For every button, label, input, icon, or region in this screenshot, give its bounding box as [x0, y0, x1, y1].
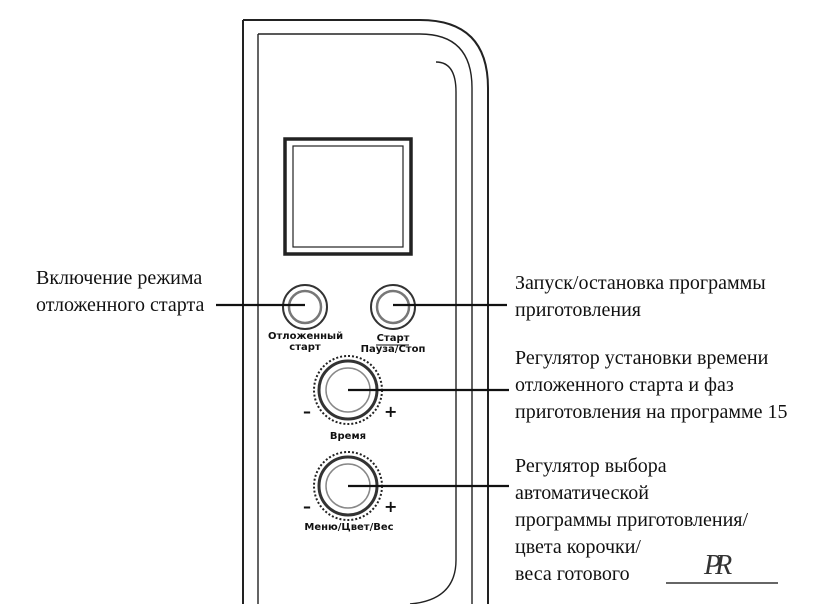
callout-delayed-start: Включение режима отложенного старта — [36, 265, 204, 319]
callout-menu-knob: Регулятор выбора автоматической программ… — [515, 453, 748, 588]
callout-line: цвета корочки/ — [515, 536, 641, 558]
callout-line: отложенного старта — [36, 294, 205, 316]
time-minus-sign: – — [303, 402, 311, 421]
callout-line: веса готового — [515, 563, 630, 585]
label-line: Пауза/Стоп — [360, 344, 426, 355]
label-line: старт — [289, 342, 321, 353]
logo-text: PR — [704, 550, 732, 581]
leader-lines — [216, 303, 509, 488]
callout-line: Запуск/остановка программы — [515, 272, 766, 294]
callout-line: программы приготовления/ — [515, 509, 749, 531]
callout-start-stop: Запуск/остановка программы приготовления — [515, 270, 766, 324]
callout-time-knob: Регулятор установки времени отложенного … — [515, 345, 788, 426]
callout-line: автоматической — [515, 482, 649, 504]
start-pause-label: Старт Пауза/Стоп — [356, 333, 430, 355]
panel-body — [242, 19, 489, 604]
label-line: Отложенный — [268, 331, 344, 342]
callout-line: Регулятор установки времени — [515, 347, 769, 369]
display-window — [283, 137, 413, 256]
delayed-start-button[interactable] — [282, 284, 328, 330]
callout-line: Включение режима — [36, 267, 203, 289]
callout-line: приготовления — [515, 299, 641, 321]
menu-plus-sign: + — [384, 497, 398, 516]
callout-line: отложенного старта и фаз — [515, 374, 734, 396]
time-plus-sign: + — [384, 402, 398, 421]
delayed-start-label: Отложенный старт — [268, 331, 344, 353]
menu-minus-sign: – — [303, 497, 311, 516]
start-pause-button[interactable] — [370, 284, 416, 330]
callout-line: Регулятор выбора — [515, 455, 667, 477]
time-knob-label: Время — [329, 431, 367, 442]
menu-knob-label: Меню/Цвет/Вес — [304, 522, 394, 533]
label-line: Старт — [376, 333, 410, 344]
callout-line: приготовления на программе 15 — [515, 401, 788, 423]
